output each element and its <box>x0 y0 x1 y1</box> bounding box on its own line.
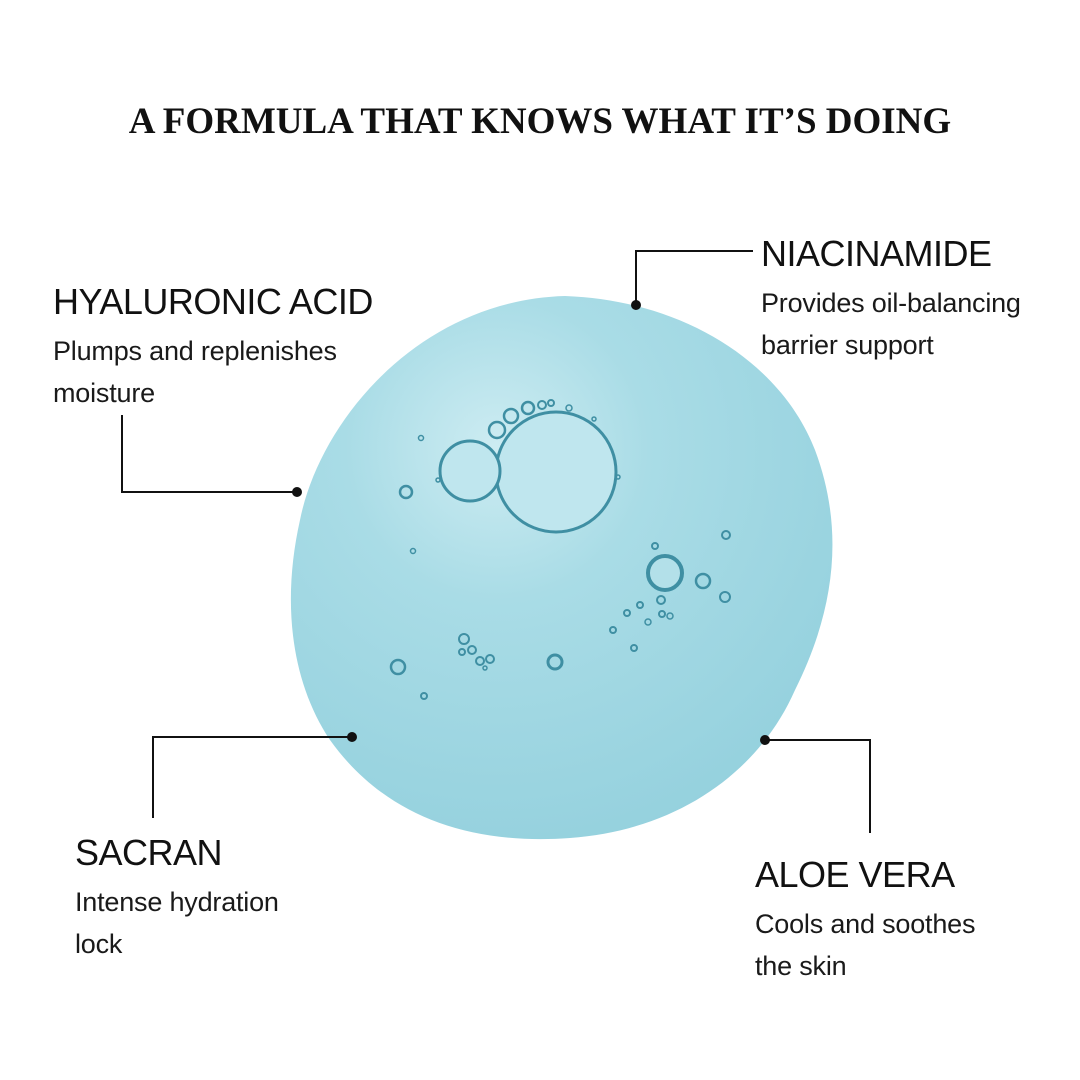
description-line: the skin <box>755 951 847 981</box>
page-title: A FORMULA THAT KNOWS WHAT IT’S DOING <box>128 101 952 142</box>
bubble <box>485 654 495 664</box>
ingredient-description: Provides oil-balancing barrier support <box>761 282 1071 366</box>
bubble <box>435 477 441 483</box>
bubble <box>656 595 666 605</box>
bubble <box>721 530 731 540</box>
description-line: Intense hydration <box>75 887 279 917</box>
bubble <box>547 399 555 407</box>
bubble <box>630 644 638 652</box>
ingredient-aloe-vera: ALOE VERA Cools and soothes the skin <box>755 855 1055 987</box>
bubble <box>502 407 520 425</box>
bubble <box>623 609 631 617</box>
description-line: Provides oil-balancing <box>761 288 1021 318</box>
description-line: barrier support <box>761 330 934 360</box>
leader-line-hyaluronic <box>121 415 297 493</box>
large-bubble <box>494 410 618 534</box>
bubble <box>420 692 428 700</box>
leader-line-aloe <box>765 739 871 833</box>
bubble <box>520 400 536 416</box>
leader-line-sacran <box>152 736 352 818</box>
bubble <box>565 404 573 412</box>
bubble <box>694 572 712 590</box>
bubble <box>646 554 684 592</box>
leader-dot-sacran <box>347 732 357 742</box>
ingredient-sacran: SACRAN Intense hydration lock <box>75 833 375 965</box>
bubble <box>615 474 621 480</box>
description-line: lock <box>75 929 123 959</box>
bubble <box>719 591 731 603</box>
description-line: moisture <box>53 378 155 408</box>
leader-lines <box>121 250 871 833</box>
bubble <box>417 434 425 442</box>
leader-dot-aloe <box>760 735 770 745</box>
leader-dots <box>292 300 770 745</box>
bubble <box>591 416 597 422</box>
bubble <box>487 420 507 440</box>
leader-dot-hyaluronic <box>292 487 302 497</box>
ingredient-niacinamide: NIACINAMIDE Provides oil-balancing barri… <box>761 234 1071 366</box>
bubble <box>644 618 652 626</box>
bubble <box>467 645 477 655</box>
bubble <box>658 610 666 618</box>
bubble <box>537 400 547 410</box>
large-bubble <box>438 439 502 503</box>
bubble <box>398 484 414 500</box>
serum-gel-blob <box>290 296 833 840</box>
bubble <box>636 601 644 609</box>
bubble <box>475 656 485 666</box>
ingredient-name: HYALURONIC ACID <box>53 281 373 322</box>
bubble <box>389 658 407 676</box>
ingredient-description: Plumps and replenishes moisture <box>53 330 393 414</box>
ingredient-description: Cools and soothes the skin <box>755 903 1055 987</box>
ingredient-name: ALOE VERA <box>755 854 955 895</box>
bubble <box>609 626 617 634</box>
ingredient-name: NIACINAMIDE <box>761 233 992 274</box>
bubble <box>482 665 488 671</box>
bubbles <box>389 399 731 700</box>
leader-line-niacinamide <box>635 250 753 305</box>
description-line: Plumps and replenishes <box>53 336 337 366</box>
bubble <box>651 542 659 550</box>
ingredient-hyaluronic-acid: HYALURONIC ACID Plumps and replenishes m… <box>53 282 393 414</box>
description-line: Cools and soothes <box>755 909 976 939</box>
bubble <box>546 653 564 671</box>
ingredient-description: Intense hydration lock <box>75 881 375 965</box>
leader-dot-niacinamide <box>631 300 641 310</box>
bubble <box>458 648 466 656</box>
bubble <box>458 633 470 645</box>
bubble <box>409 547 417 555</box>
bubble <box>666 612 674 620</box>
ingredient-name: SACRAN <box>75 832 223 873</box>
